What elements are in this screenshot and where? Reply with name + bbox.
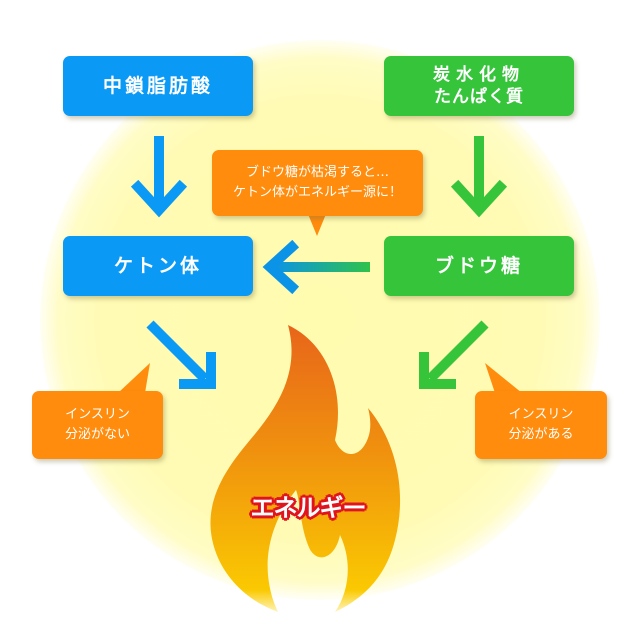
callout-depletion-line2: ケトン体がエネルギー源に！ — [232, 185, 402, 200]
node-mct-label: 中鎖脂肪酸 — [102, 75, 213, 97]
callout-insulin: インスリン 分泌がある — [475, 391, 607, 459]
node-ketone: ケトン体 — [63, 236, 253, 296]
node-carbs-protein: 炭水化物 たんぱく質 — [384, 56, 574, 116]
node-carbs-label: 炭水化物 — [433, 65, 525, 85]
node-ketone-label: ケトン体 — [113, 255, 202, 277]
energy-label: エネルギー — [250, 494, 367, 522]
callout-no-insulin: インスリン 分泌がない — [32, 391, 163, 459]
node-protein-label: たんぱく質 — [434, 87, 524, 107]
node-glucose: ブドウ糖 — [384, 236, 574, 296]
node-mct: 中鎖脂肪酸 — [63, 56, 253, 116]
callout-insulin-line1: インスリン — [508, 407, 574, 422]
callout-insulin-line2: 分泌がある — [508, 427, 574, 442]
callout-no-insulin-line2: 分泌がない — [64, 427, 130, 442]
callout-depletion: ブドウ糖が枯渇すると… ケトン体がエネルギー源に！ — [212, 150, 423, 216]
node-glucose-label: ブドウ糖 — [434, 255, 523, 277]
callout-depletion-line1: ブドウ糖が枯渇すると… — [245, 165, 389, 180]
callout-no-insulin-line1: インスリン — [65, 407, 130, 422]
